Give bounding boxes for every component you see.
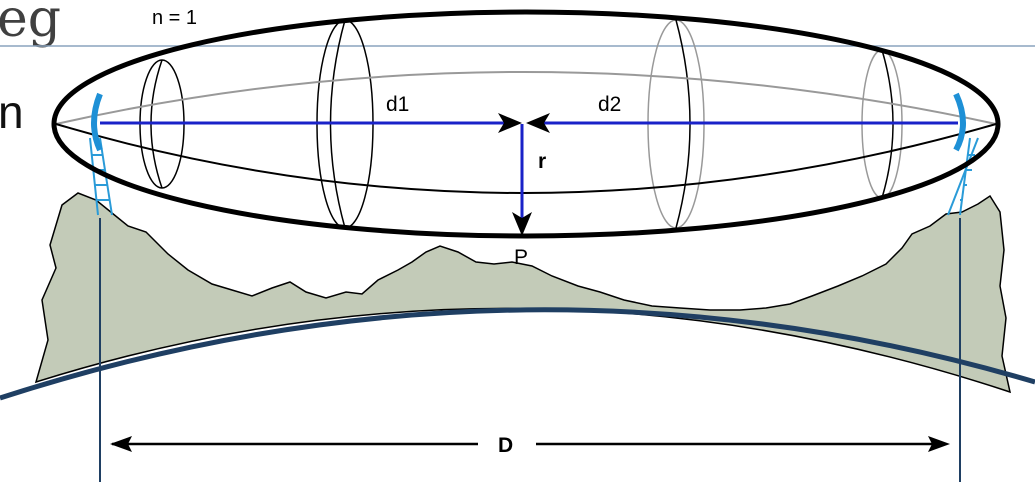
- d2-arrowhead: [526, 113, 550, 133]
- slide-text-fragment: n: [0, 86, 24, 138]
- distance-arrow-left: [110, 436, 132, 452]
- terrain: [34, 192, 1012, 394]
- label-r: r: [538, 150, 546, 173]
- zone-label: n = 1: [152, 7, 197, 29]
- label-distance: D: [498, 434, 513, 457]
- radius-arrowhead: [512, 212, 532, 236]
- ellipsoid-waist-back: [55, 71, 997, 125]
- distance-arrow-right: [928, 436, 950, 452]
- slide-title-fragment: eg: [0, 0, 61, 49]
- earth-curve: [0, 307, 1035, 401]
- tower-right-icon: [947, 137, 979, 216]
- label-d2: d2: [598, 93, 621, 116]
- antenna-left-icon: [91, 92, 103, 152]
- label-p: P: [514, 246, 528, 269]
- d1-arrowhead: [498, 113, 522, 133]
- fresnel-ellipsoid: [51, 9, 1001, 239]
- ellipsoid-waist-front: [55, 123, 997, 194]
- label-d1: d1: [386, 93, 409, 116]
- antenna-right-icon: [953, 92, 966, 152]
